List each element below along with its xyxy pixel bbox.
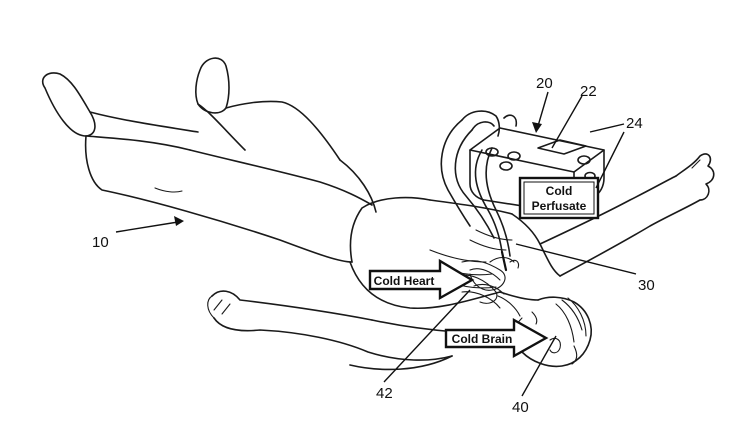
ref-24: 24 <box>626 115 643 132</box>
ref-30: 30 <box>638 277 655 294</box>
cold-brain-arrow: Cold Brain <box>444 317 549 359</box>
cold-heart-arrow: Cold Heart <box>368 258 475 301</box>
cold-heart-label: Cold Heart <box>374 274 435 288</box>
cold-brain-label: Cold Brain <box>452 332 513 346</box>
cold-perfusate-box: Cold Perfusate <box>518 176 600 220</box>
cold-perfusate-label-2: Perfusate <box>532 199 587 213</box>
reference-numerals: 10 20 22 24 30 40 42 <box>92 75 655 416</box>
ref-22: 22 <box>580 83 597 100</box>
cold-perfusate-label-1: Cold <box>546 184 573 198</box>
knob-4-icon <box>577 155 591 165</box>
heart-wires <box>455 256 521 317</box>
knob-1-icon <box>485 147 499 157</box>
ref-42: 42 <box>376 385 393 402</box>
ref-40: 40 <box>512 399 529 416</box>
knob-3-icon <box>499 161 513 171</box>
knob-2-icon <box>507 151 521 161</box>
patient-body <box>41 57 715 371</box>
ref-10: 10 <box>92 234 109 251</box>
ref-20: 20 <box>536 75 553 92</box>
display-panel <box>537 139 587 155</box>
catheter-lines <box>440 110 520 272</box>
leader-lines <box>115 91 637 397</box>
